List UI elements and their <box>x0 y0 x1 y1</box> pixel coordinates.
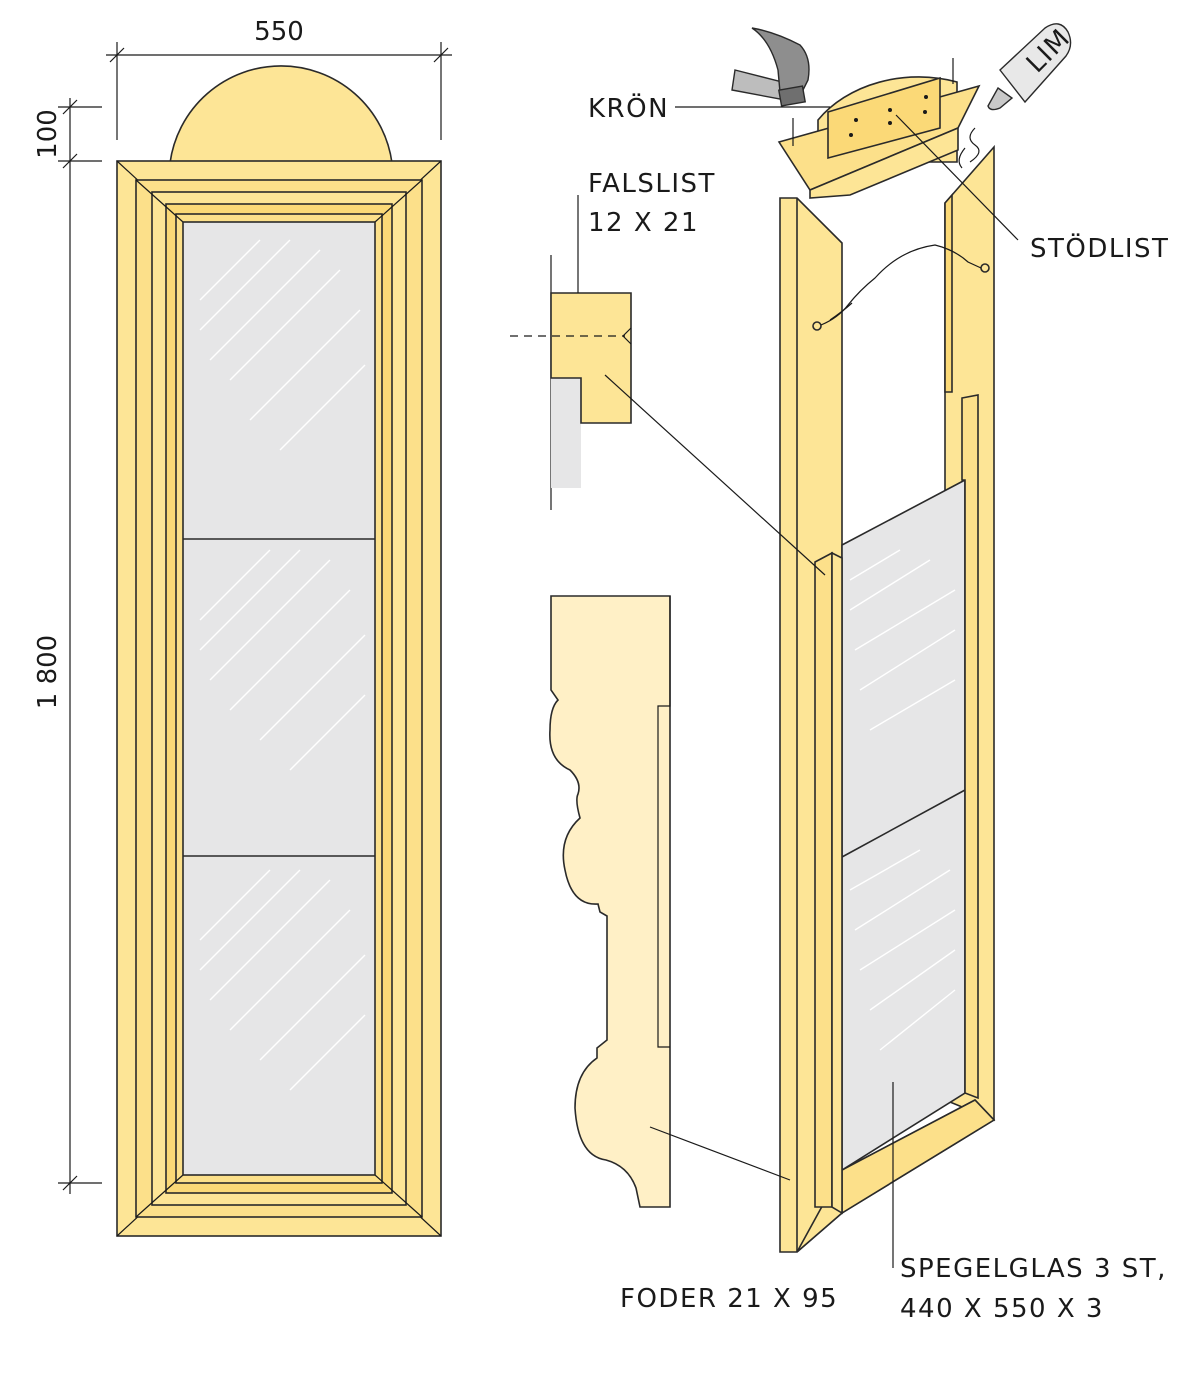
dimension-height: 100 1 800 <box>33 98 102 1194</box>
width-label: 550 <box>254 17 304 47</box>
assembly-view: LIM <box>731 23 1077 1253</box>
height-label: 1 800 <box>33 635 63 709</box>
stodlist-label: STÖDLIST <box>1030 232 1169 264</box>
falslist-label-line1: FALSLIST <box>588 169 716 199</box>
spegelglas-label-line1: SPEGELGLAS 3 ST, <box>900 1254 1167 1284</box>
front-crown <box>169 65 393 164</box>
front-glass <box>182 221 376 1176</box>
falslist-profile <box>510 195 632 510</box>
assembly-glass <box>841 478 966 1172</box>
kron-label: KRÖN <box>588 92 669 124</box>
crown-height-label: 100 <box>33 109 63 159</box>
assembly-glass-reflections <box>849 549 956 1051</box>
hammer-icon <box>731 27 810 107</box>
glue-bottle-icon: LIM <box>958 23 1077 169</box>
crown-piece <box>777 58 981 199</box>
foder-label: FODER 21 X 95 <box>620 1284 838 1314</box>
dimension-width: 550 <box>106 17 452 140</box>
spegelglas-label-line2: 440 X 550 X 3 <box>900 1294 1104 1324</box>
right-falslist <box>961 394 979 1100</box>
front-view-mirror <box>116 65 442 1237</box>
hanging-wire <box>812 244 990 331</box>
left-falslist <box>814 551 833 1208</box>
foder-profile <box>549 595 671 1208</box>
falslist-label-line2: 12 X 21 <box>588 208 699 238</box>
front-glass-reflections <box>199 239 366 1091</box>
